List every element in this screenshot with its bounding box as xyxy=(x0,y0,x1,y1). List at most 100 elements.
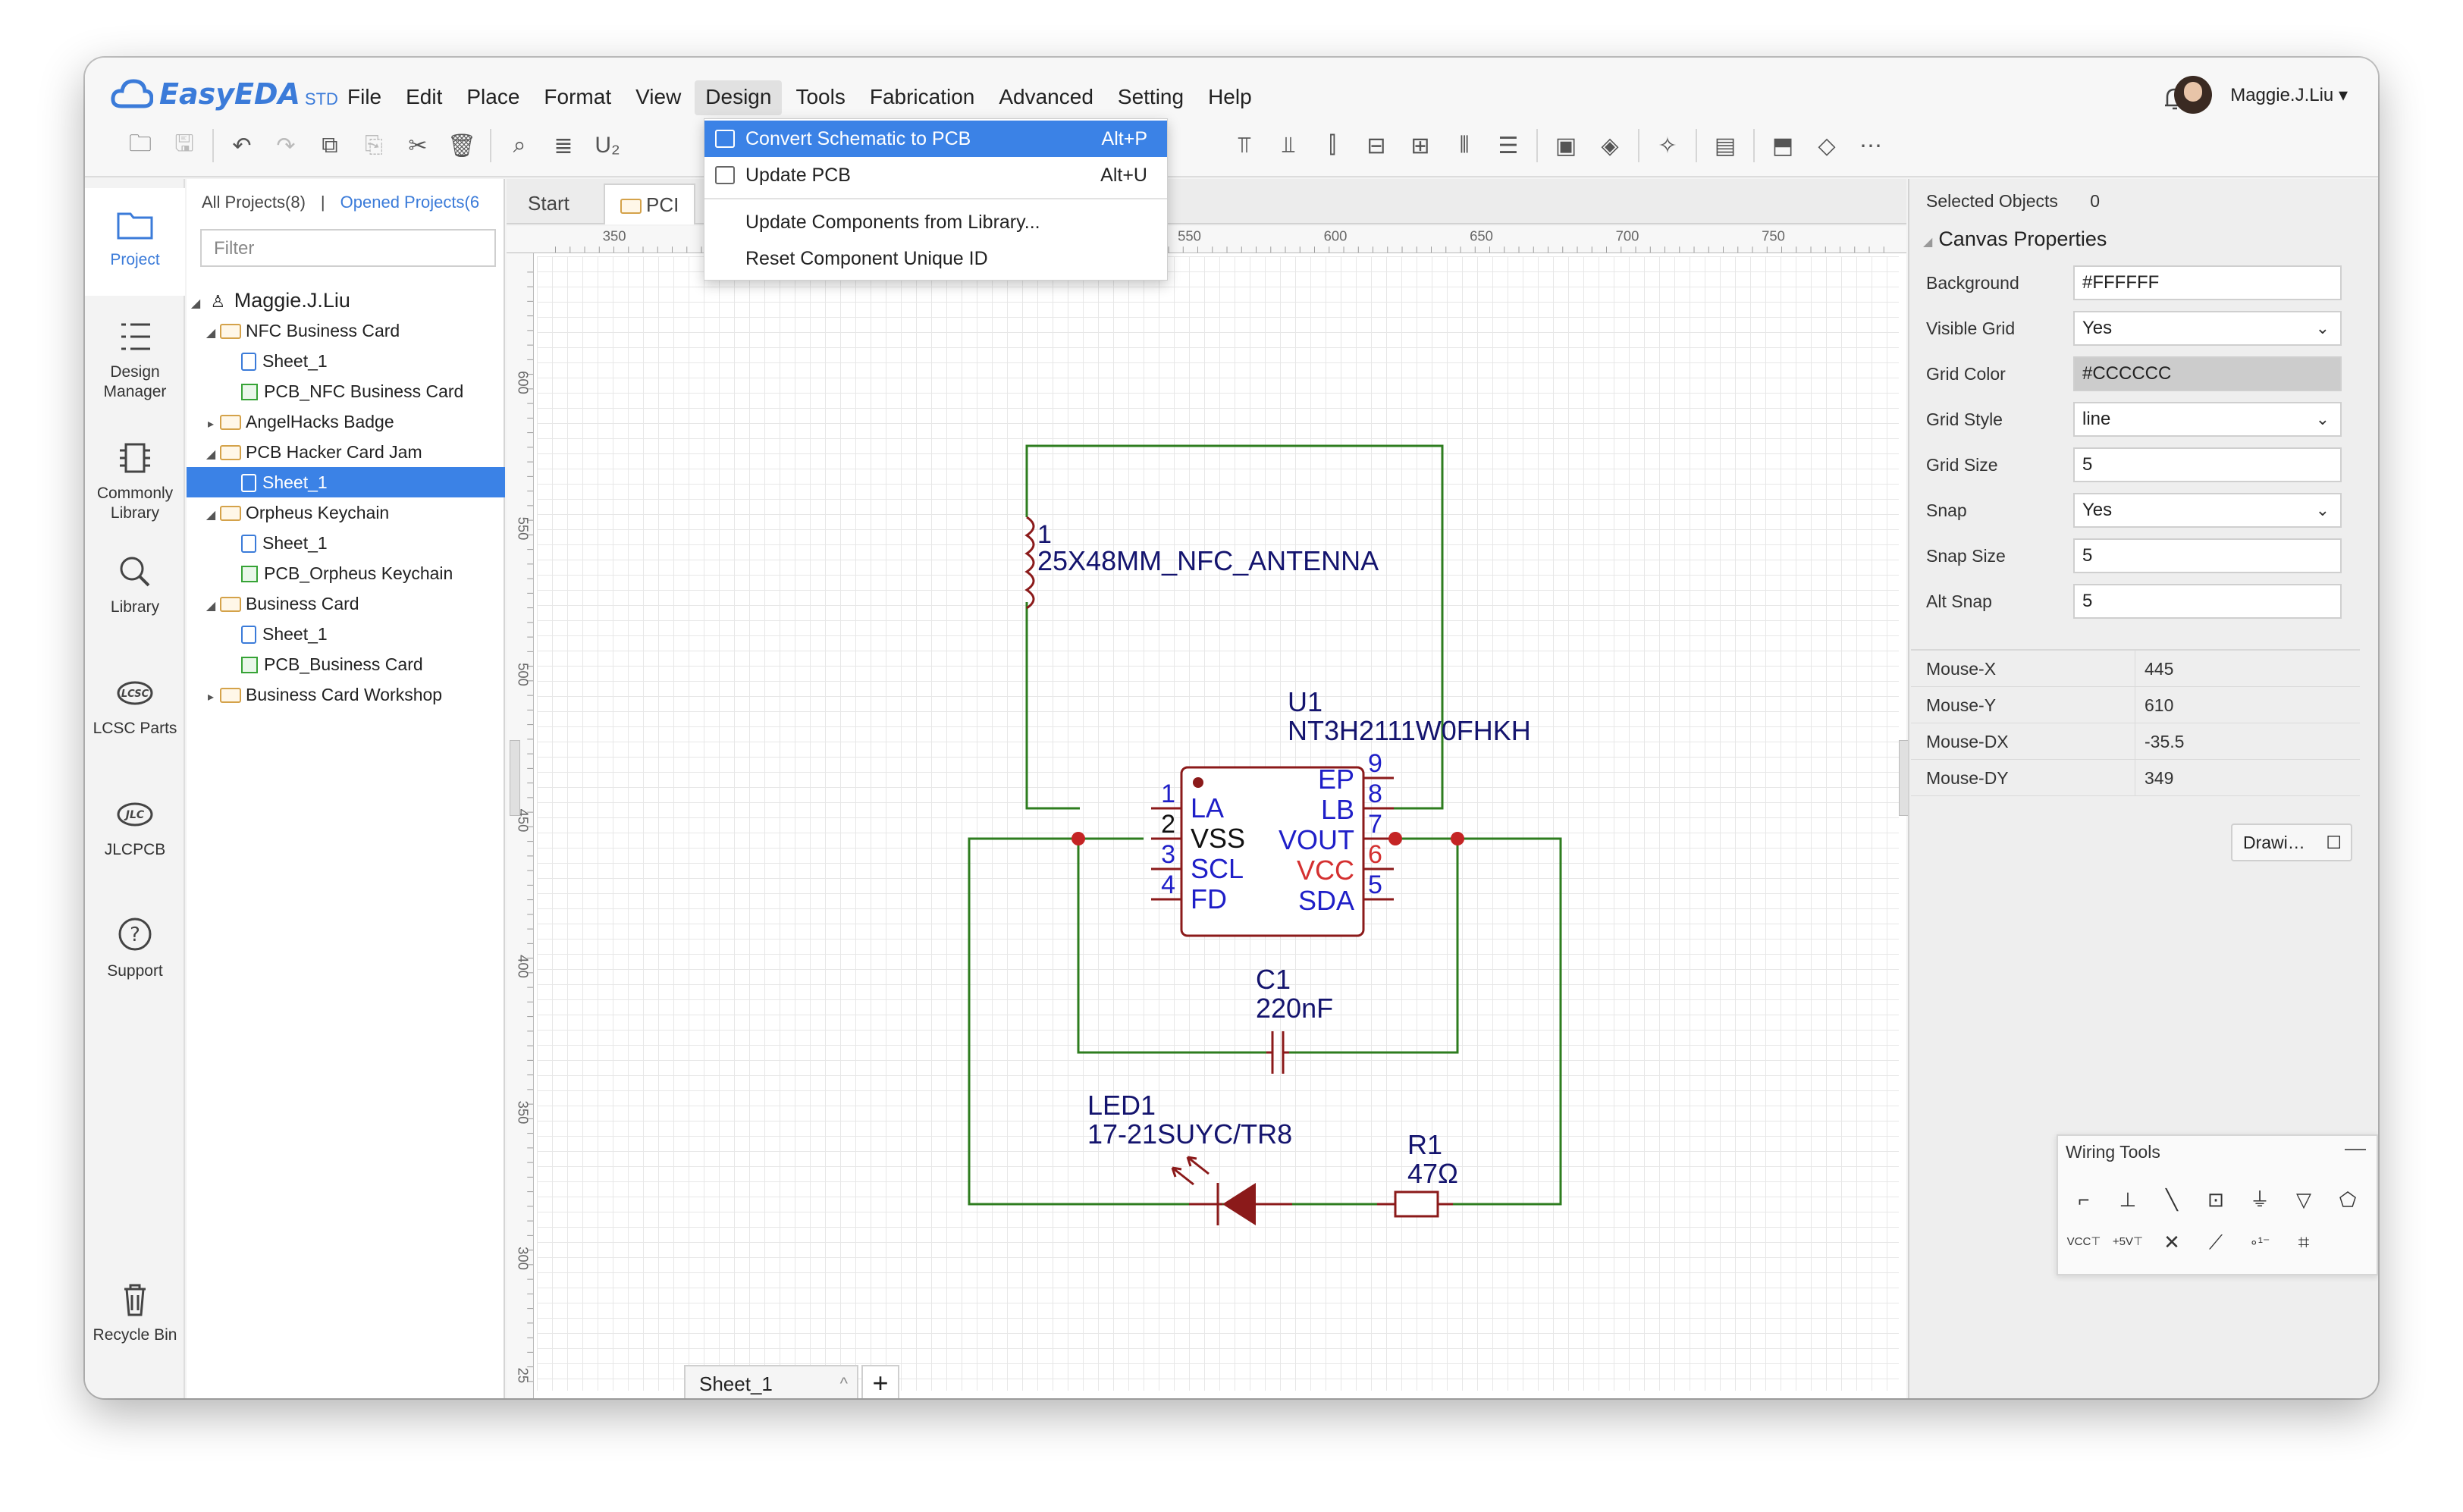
user-menu[interactable]: Maggie.J.Liu ▾ xyxy=(2174,76,2348,114)
menu-fabrication[interactable]: Fabrication xyxy=(869,85,975,108)
grid-style-select[interactable]: line⌄ xyxy=(2073,402,2342,437)
nav-support[interactable]: ? Support xyxy=(85,914,185,981)
antenna-coil[interactable] xyxy=(1024,516,1035,610)
u1-body[interactable] xyxy=(1180,766,1365,937)
tree-folder[interactable]: ▸Business Card Workshop xyxy=(187,679,505,710)
menu-advanced[interactable]: Advanced xyxy=(999,85,1093,108)
nav-lcsc-parts[interactable]: LCSC LCSC Parts xyxy=(85,672,185,739)
distribute-v-icon[interactable]: ☰ xyxy=(1498,133,1519,158)
menu-file[interactable]: File xyxy=(347,85,382,108)
layers-up-icon[interactable]: ◈ xyxy=(1601,133,1619,158)
drawing-tools-button[interactable]: Drawi… ☐ xyxy=(2231,823,2352,861)
menu-edit[interactable]: Edit xyxy=(406,85,443,108)
copy-icon[interactable]: ⎘ xyxy=(365,133,383,158)
nav-project[interactable]: Project xyxy=(85,188,185,296)
annotate-icon[interactable]: U₂ xyxy=(595,133,620,158)
tab-start[interactable]: Start xyxy=(528,192,569,215)
collapse-icon[interactable]: ◢ xyxy=(206,600,216,613)
find-icon[interactable]: ≣ xyxy=(554,133,573,158)
convert-to-pcb-item[interactable]: Convert Schematic to PCB Alt+P xyxy=(704,121,1167,157)
chevron-up-icon[interactable]: ^ xyxy=(839,1374,848,1393)
delete-icon[interactable]: 🗑 xyxy=(447,133,477,158)
vcc-icon[interactable]: VCC⊤ xyxy=(2066,1235,2101,1248)
plus5v-icon[interactable]: +5V⊤ xyxy=(2112,1235,2144,1248)
tree-folder[interactable]: ▸AngelHacks Badge xyxy=(187,406,505,437)
led1-diode[interactable] xyxy=(1171,1156,1292,1225)
tree-folder[interactable]: ◢Business Card xyxy=(187,588,505,619)
align-top-icon[interactable]: ⫪ xyxy=(1238,133,1251,158)
nav-library[interactable]: Library xyxy=(85,551,185,617)
nav-jlcpcb[interactable]: JLC JLCPCB xyxy=(85,793,185,860)
update-components-item[interactable]: Update Components from Library... xyxy=(745,212,1040,233)
background-field[interactable]: #FFFFFF xyxy=(2073,265,2342,300)
update-pcb-item[interactable]: Update PCB Alt+U xyxy=(704,157,1167,193)
layers-icon[interactable]: ◇ xyxy=(1818,133,1836,158)
menu-format[interactable]: Format xyxy=(544,85,612,108)
nav-commonly-library[interactable]: Commonly Library xyxy=(85,437,185,523)
undo-icon[interactable]: ↶ xyxy=(232,133,252,158)
open-folder-icon[interactable]: 🗀 xyxy=(129,130,152,156)
tree-sheet[interactable]: Sheet_1 xyxy=(187,528,505,558)
canvas-properties-header[interactable]: ◢Canvas Properties xyxy=(1923,227,2107,251)
ground-icon[interactable]: ⏚ xyxy=(2249,1188,2270,1211)
line-icon[interactable]: ╲ xyxy=(2166,1188,2178,1211)
align-center-h-icon[interactable]: ⊟ xyxy=(1366,133,1386,158)
net-label-icon[interactable]: ⊡ xyxy=(2207,1188,2224,1211)
nav-design-manager[interactable]: Design Manager xyxy=(85,315,185,402)
r1-resistor[interactable] xyxy=(1377,1190,1453,1218)
menu-view[interactable]: View xyxy=(635,85,682,108)
tree-pcb[interactable]: PCB_Orpheus Keychain xyxy=(187,558,505,588)
distribute-h-icon[interactable]: ⫴ xyxy=(1459,133,1470,158)
add-sheet-button[interactable]: + xyxy=(861,1365,899,1398)
tree-folder[interactable]: ◢Orpheus Keychain xyxy=(187,497,505,528)
snap-size-field[interactable]: 5 xyxy=(2073,538,2342,573)
menu-setting[interactable]: Setting xyxy=(1117,85,1184,108)
grid-color-field[interactable]: #CCCCCC xyxy=(2073,356,2342,391)
sheet-tab[interactable]: Sheet_1 ^ xyxy=(684,1365,858,1398)
redo-icon[interactable]: ↷ xyxy=(276,133,296,158)
snap-select[interactable]: Yes⌄ xyxy=(2073,493,2342,528)
minimize-button[interactable]: — xyxy=(2345,1136,2366,1159)
tree-sheet[interactable]: Sheet_1 xyxy=(187,619,505,649)
tree-folder[interactable]: ◢NFC Business Card xyxy=(187,315,505,346)
image-icon[interactable]: ▣ xyxy=(1555,133,1577,158)
bus-icon[interactable]: ⊥ xyxy=(2119,1188,2137,1211)
tree-folder[interactable]: ◢PCB Hacker Card Jam xyxy=(187,437,505,467)
duplicate-icon[interactable]: ⧉ xyxy=(322,133,338,158)
magic-wand-icon[interactable]: ✧ xyxy=(1658,133,1677,158)
collapse-icon[interactable]: ◢ xyxy=(206,327,216,340)
bom-icon[interactable]: ▤ xyxy=(1714,133,1737,158)
group-icon[interactable]: ⌗ xyxy=(2298,1231,2310,1253)
tree-pcb[interactable]: PCB_NFC Business Card xyxy=(187,376,505,406)
tree-root-user[interactable]: ◢ ♙ Maggie.J.Liu xyxy=(187,285,505,315)
collapse-icon[interactable]: ◢ xyxy=(190,297,201,310)
tree-sheet-selected[interactable]: Sheet_1 xyxy=(187,467,505,497)
collapse-icon[interactable]: ◢ xyxy=(206,448,216,461)
no-connect-icon[interactable]: ✕ xyxy=(2163,1231,2180,1253)
c1-capacitor[interactable] xyxy=(1266,1031,1289,1074)
tree-pcb[interactable]: PCB_Business Card xyxy=(187,649,505,679)
tab-all-projects[interactable]: All Projects(8) xyxy=(202,193,306,212)
align-bottom-icon[interactable]: ⫫ xyxy=(1282,133,1295,158)
grid-align-icon[interactable]: ⊞ xyxy=(1410,133,1430,158)
collapse-icon[interactable]: ◢ xyxy=(206,509,216,522)
gnd-arrow-icon[interactable]: ▽ xyxy=(2296,1188,2311,1211)
pin-icon[interactable]: ∘¹⁻ xyxy=(2249,1234,2270,1250)
export-image-icon[interactable]: ⬒ xyxy=(1771,133,1794,158)
left-splitter[interactable] xyxy=(510,740,520,816)
alt-snap-field[interactable]: 5 xyxy=(2073,584,2342,619)
antenna-wires[interactable] xyxy=(1025,444,1444,810)
align-center-v-icon[interactable]: ⫿ xyxy=(1329,133,1336,158)
expand-icon[interactable]: ▸ xyxy=(207,418,215,431)
share-icon[interactable]: ⋯ xyxy=(1859,133,1882,158)
tree-sheet[interactable]: Sheet_1 xyxy=(187,346,505,376)
net-port-icon[interactable]: ⬠ xyxy=(2339,1188,2357,1211)
app-logo[interactable]: EasyEDA STD xyxy=(111,73,338,115)
nav-recycle-bin[interactable]: Recycle Bin xyxy=(85,1278,185,1345)
menu-help[interactable]: Help xyxy=(1208,85,1252,108)
tab-pcb-project[interactable]: PCI xyxy=(604,184,696,224)
menu-tools[interactable]: Tools xyxy=(795,85,846,108)
tab-opened-projects[interactable]: Opened Projects(6 xyxy=(340,193,480,212)
save-icon[interactable]: 🖫 xyxy=(174,130,194,156)
reset-unique-id-item[interactable]: Reset Component Unique ID xyxy=(745,248,988,269)
